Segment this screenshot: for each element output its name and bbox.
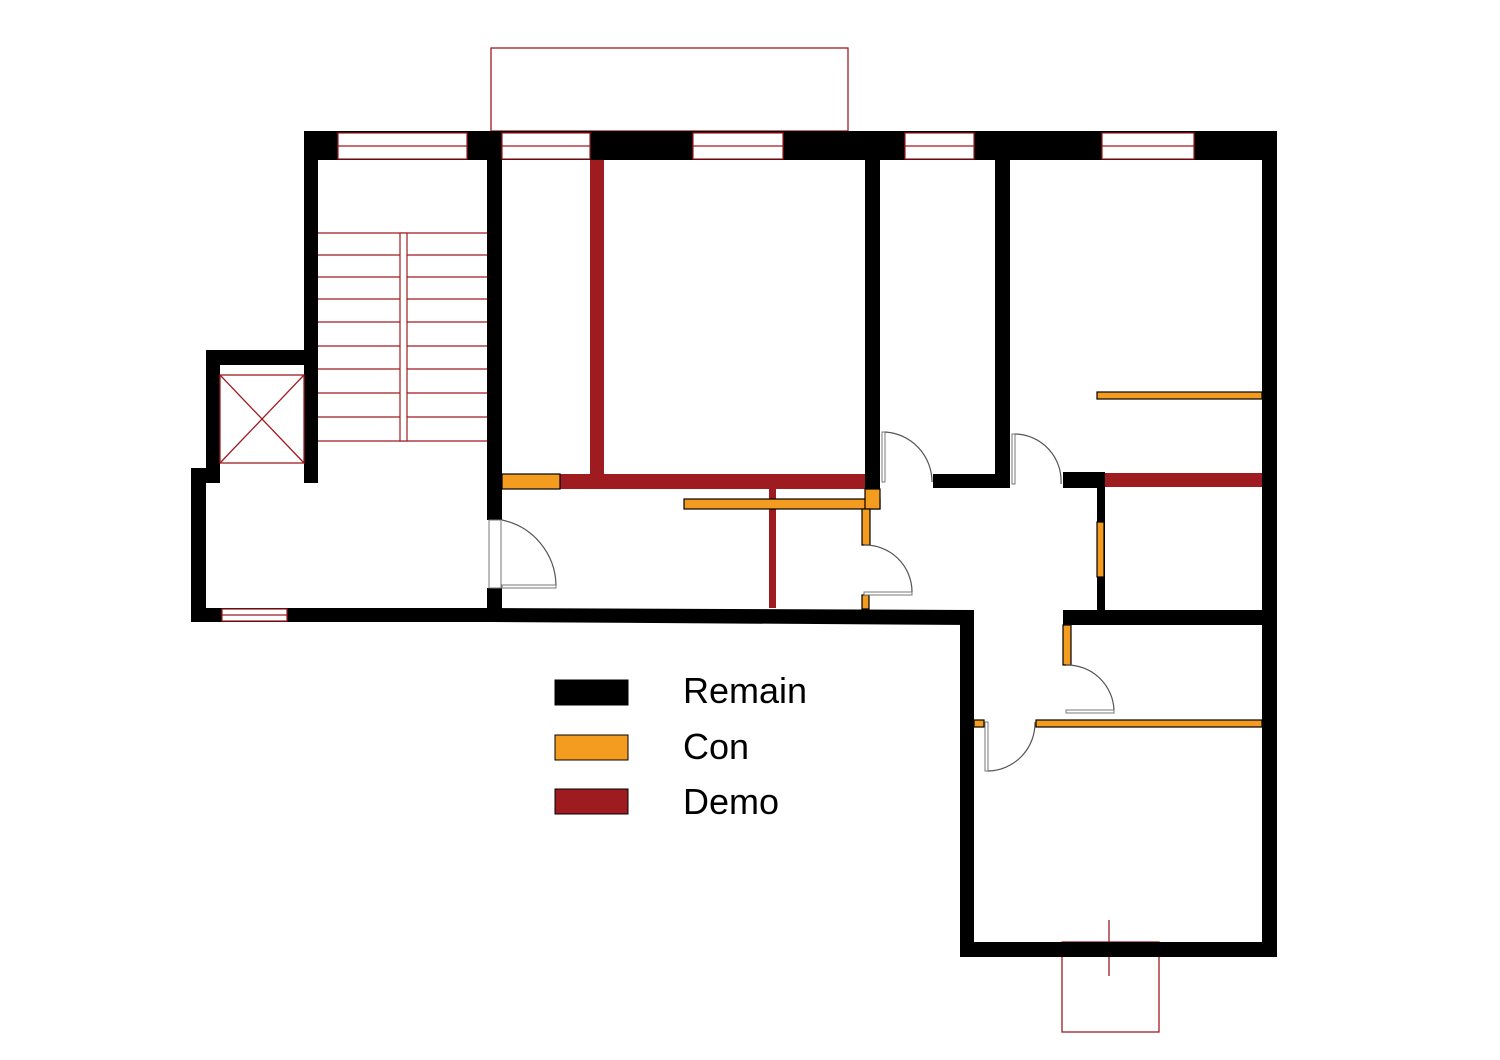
legend-swatch-con [554,734,629,761]
legend-swatch-demo [554,788,629,815]
legend-label-remain: Remain [683,670,807,711]
stair-left-wall [304,131,318,483]
middle-bottom-wall [490,608,974,625]
right-wall [1262,131,1277,957]
windows [221,132,1195,622]
lower-wing-left-wall [960,610,974,957]
doors [488,431,1115,772]
lobby-left-wall [191,468,206,622]
stairs [318,232,487,442]
elevator-shaft [219,374,305,464]
interior-wall-1 [865,160,880,490]
con-walls [501,391,1263,728]
interior-wall-3 [933,474,1010,488]
interior-wall-2 [995,160,1010,488]
stair-right-wall-lower [487,588,502,622]
demo-walls [560,160,1262,608]
interior-wall-6 [1063,610,1262,625]
elevator-top-wall [206,350,318,365]
legend-label-demo: Demo [683,781,779,822]
top-balcony [490,47,849,132]
interior-wall-4 [1063,472,1105,488]
bottom-wall [960,942,1277,957]
elevator-left-wall [206,350,220,483]
stair-right-wall [487,131,502,520]
legend-swatch-remain [554,679,629,706]
legend-label-con: Con [683,726,749,767]
legend: Remain Con Demo [554,670,807,822]
